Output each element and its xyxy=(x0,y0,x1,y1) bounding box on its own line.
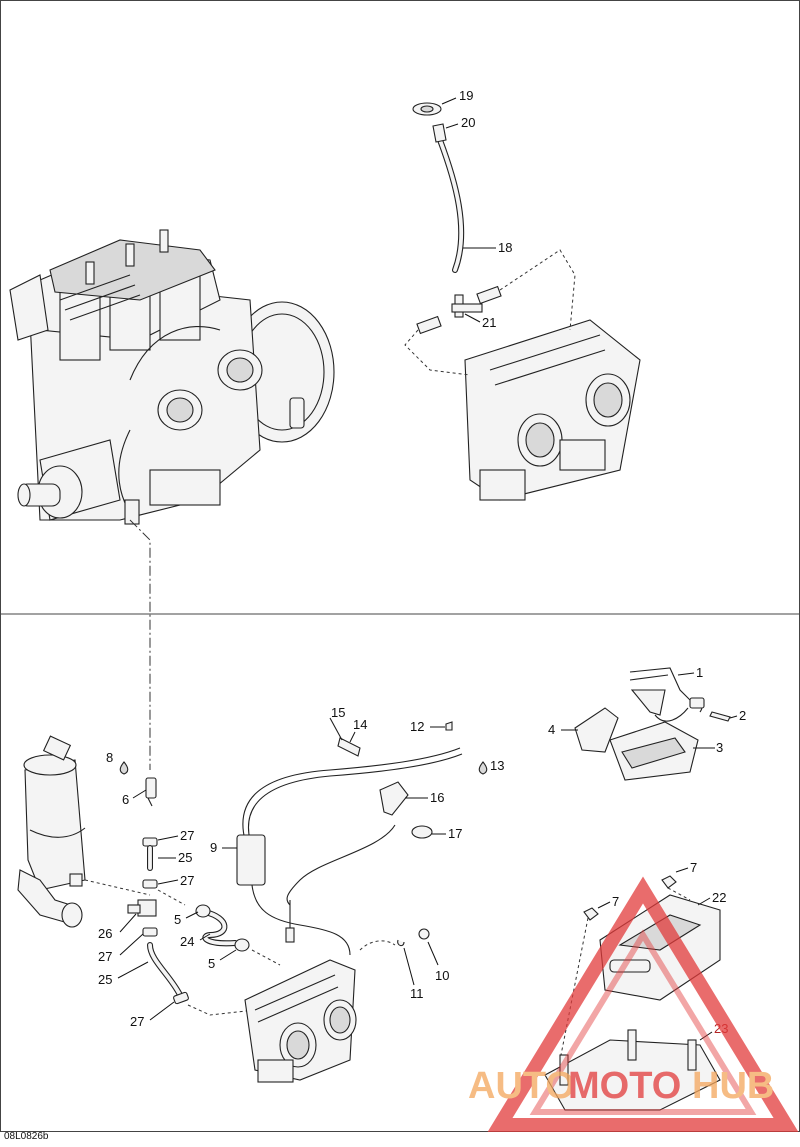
svg-text:14: 14 xyxy=(353,717,367,732)
callout-25a: 25 xyxy=(158,850,192,865)
callout-17: 17 xyxy=(432,826,462,841)
callout-7a: 7 xyxy=(675,860,697,875)
engine-illustration xyxy=(9,229,335,525)
callout-22: 22 xyxy=(697,890,726,906)
callout-1: 1 xyxy=(677,665,703,680)
svg-text:3: 3 xyxy=(716,740,723,755)
svg-text:1: 1 xyxy=(696,665,703,680)
callout-14: 14 xyxy=(349,717,367,743)
svg-text:11: 11 xyxy=(410,986,424,1001)
callout-18: 18 xyxy=(463,240,512,255)
svg-text:25: 25 xyxy=(98,972,112,987)
svg-text:7: 7 xyxy=(612,894,619,909)
svg-text:16: 16 xyxy=(430,790,444,805)
svg-text:26: 26 xyxy=(98,926,112,941)
drawing-code: 08L0826b xyxy=(4,1131,49,1142)
callout-5b: 5 xyxy=(208,949,237,971)
callout-12: 12 xyxy=(410,719,445,734)
svg-text:27: 27 xyxy=(180,873,194,888)
callout-21: 21 xyxy=(464,313,496,330)
ignition-parts-illustration xyxy=(574,667,731,781)
callout-7b: 7 xyxy=(597,894,619,909)
svg-text:21: 21 xyxy=(482,315,496,330)
callout-6: 6 xyxy=(122,789,147,807)
svg-text:20: 20 xyxy=(461,115,475,130)
oil-line-assembly xyxy=(127,777,281,1016)
callout-8: 8 xyxy=(106,750,113,765)
upper-carburetor-illustration xyxy=(464,319,641,501)
svg-text:8: 8 xyxy=(106,750,113,765)
callout-2: 2 xyxy=(729,708,746,723)
svg-text:27: 27 xyxy=(180,828,194,843)
oil-tank-illustration xyxy=(17,735,151,928)
svg-text:2: 2 xyxy=(739,708,746,723)
callout-27c: 27 xyxy=(98,933,144,964)
callout-3: 3 xyxy=(693,740,723,755)
callout-13: 13 xyxy=(490,758,504,773)
throttle-cable-assembly xyxy=(119,717,488,956)
svg-text:25: 25 xyxy=(178,850,192,865)
svg-text:5: 5 xyxy=(174,912,181,927)
svg-text:27: 27 xyxy=(130,1014,144,1029)
svg-text:18: 18 xyxy=(498,240,512,255)
svg-text:17: 17 xyxy=(448,826,462,841)
vent-hose-assembly xyxy=(404,102,576,376)
callout-4: 4 xyxy=(548,722,578,737)
callout-24: 24 xyxy=(180,933,211,949)
svg-text:12: 12 xyxy=(410,719,424,734)
callout-26: 26 xyxy=(98,913,137,941)
callout-27d: 27 xyxy=(130,1001,175,1029)
callout-25b: 25 xyxy=(98,961,149,987)
callout-15: 15 xyxy=(331,705,345,720)
callout-16: 16 xyxy=(405,790,444,805)
callout-9: 9 xyxy=(210,840,237,855)
svg-text:MOTO: MOTO xyxy=(568,1065,681,1107)
svg-text:22: 22 xyxy=(712,890,726,905)
connection-line xyxy=(129,519,151,770)
callout-20: 20 xyxy=(445,115,475,130)
svg-text:7: 7 xyxy=(690,860,697,875)
callout-10: 10 xyxy=(427,941,449,983)
callout-5a: 5 xyxy=(174,911,199,927)
svg-text:9: 9 xyxy=(210,840,217,855)
svg-text:5: 5 xyxy=(208,956,215,971)
callout-27a: 27 xyxy=(157,828,194,843)
svg-text:AUTO: AUTO xyxy=(468,1065,575,1107)
lower-carburetor-illustration xyxy=(244,928,430,1083)
svg-text:4: 4 xyxy=(548,722,555,737)
svg-text:6: 6 xyxy=(122,792,129,807)
callout-27b: 27 xyxy=(157,873,194,888)
svg-text:15: 15 xyxy=(331,705,345,720)
svg-text:24: 24 xyxy=(180,934,194,949)
svg-text:13: 13 xyxy=(490,758,504,773)
svg-text:10: 10 xyxy=(435,968,449,983)
svg-text:HUB: HUB xyxy=(692,1065,774,1107)
svg-text:27: 27 xyxy=(98,949,112,964)
watermark-logo: AUTO MOTO HUB xyxy=(468,876,799,1132)
callout-11: 11 xyxy=(403,947,424,1001)
svg-text:19: 19 xyxy=(459,88,473,103)
callout-19: 19 xyxy=(441,88,473,105)
